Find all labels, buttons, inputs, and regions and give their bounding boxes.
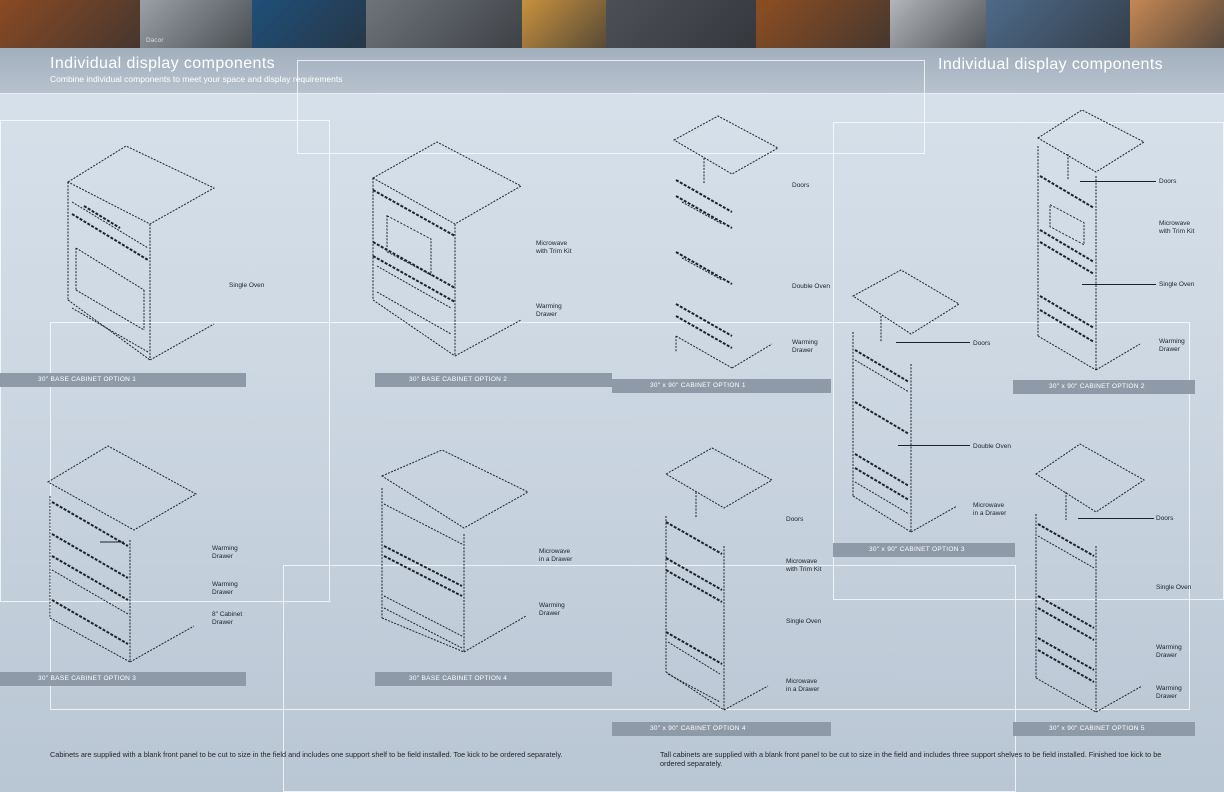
wall-hood-photo — [986, 0, 1130, 48]
label-single-oven: Single Oven — [1156, 584, 1192, 591]
label-warming-drawer: Warming Drawer — [792, 339, 818, 354]
label-doors: Doors — [792, 182, 810, 189]
label-warming-drawer: Warming Drawer — [212, 581, 238, 596]
label-microwave-drawer: Microwave in a Drawer — [539, 548, 573, 563]
label-cabinet-drawer: 8" Cabinet Drawer — [212, 611, 243, 626]
label-warming-drawer: Warming Drawer — [1156, 644, 1182, 659]
page-title-left: Individual display components — [50, 55, 276, 72]
leader-line — [896, 342, 970, 343]
label-doors: Doors — [973, 340, 991, 347]
label-microwave-drawer: Microwave in a Drawer — [973, 502, 1007, 517]
label-single-oven: Single Oven — [229, 282, 265, 289]
label-doors: Doors — [1159, 178, 1177, 185]
label-double-oven: Double Oven — [792, 283, 830, 290]
label-doors: Doors — [1156, 515, 1174, 522]
brand-caption: Dacor — [146, 37, 164, 44]
base-cabinet-option-2-bar: 30" BASE CABINET OPTION 2 — [375, 373, 612, 387]
leader-line — [898, 445, 970, 446]
tall-cabinet-option-5-bar: 30" x 90" CABINET OPTION 5 — [1013, 722, 1195, 736]
label-doors: Doors — [786, 516, 804, 523]
page-title-right: Individual display components — [938, 56, 1164, 73]
leader-line — [1082, 284, 1156, 285]
base-cabinet-2-drawing — [371, 141, 523, 357]
tall-cabinet-4-drawing — [664, 447, 774, 711]
page-subtitle: Combine individual components to meet yo… — [50, 74, 343, 84]
label-microwave-trim-kit: Microwave with Trim Kit — [786, 558, 822, 573]
tall-cabinet-option-2-bar: 30" x 90" CABINET OPTION 2 — [1013, 380, 1195, 394]
label-double-oven: Double Oven — [973, 443, 1011, 450]
label-warming-drawer: Warming Drawer — [212, 545, 238, 560]
label-warming-drawer: Warming Drawer — [536, 303, 562, 318]
photo-strip: Dacor — [0, 0, 1224, 48]
wood-panel-photo — [522, 0, 606, 48]
footer-note-base: Cabinets are supplied with a blank front… — [50, 750, 563, 759]
tall-cabinet-option-1-bar: 30" x 90" CABINET OPTION 1 — [612, 379, 831, 393]
leader-line — [1080, 181, 1156, 182]
base-cabinet-1-drawing — [66, 145, 216, 361]
base-cabinet-option-1-bar: 30" BASE CABINET OPTION 1 — [0, 373, 246, 387]
tall-cabinet-3-drawing — [852, 269, 960, 533]
range-knobs-photo — [606, 0, 756, 48]
tall-cabinet-option-4-bar: 30" x 90" CABINET OPTION 4 — [612, 722, 831, 736]
blue-lit-cooktop-photo — [252, 0, 366, 48]
range-hood-photo: Dacor — [140, 0, 252, 48]
label-single-oven: Single Oven — [786, 618, 822, 625]
footer-note-tall: Tall cabinets are supplied with a blank … — [660, 750, 1162, 768]
header-band — [0, 48, 1224, 94]
label-single-oven: Single Oven — [1159, 281, 1195, 288]
cabinet-photo — [0, 0, 140, 48]
leader-line — [1078, 518, 1154, 519]
label-microwave-trim-kit: Microwave with Trim Kit — [1159, 220, 1195, 235]
base-cabinet-4-drawing — [380, 449, 530, 653]
base-cabinet-option-3-bar: 30" BASE CABINET OPTION 3 — [0, 672, 246, 686]
refrigerator-photo — [890, 0, 986, 48]
label-warming-drawer: Warming Drawer — [1156, 685, 1182, 700]
label-warming-drawer: Warming Drawer — [539, 602, 565, 617]
base-cabinet-3-drawing — [47, 445, 198, 663]
label-warming-drawer: Warming Drawer — [1159, 338, 1185, 353]
gas-burner-photo — [366, 0, 522, 48]
tall-cabinet-5-drawing — [1035, 443, 1145, 713]
tall-cabinet-2-drawing — [1037, 109, 1146, 371]
tall-cabinet-option-3-bar: 30" x 90" CABINET OPTION 3 — [833, 543, 1015, 557]
label-microwave-drawer: Microwave in a Drawer — [786, 678, 820, 693]
wood-cabinet-photo — [756, 0, 890, 48]
label-microwave-trim-kit: Microwave with Trim Kit — [536, 240, 572, 255]
wood-floor-photo — [1130, 0, 1224, 48]
base-cabinet-option-4-bar: 30" BASE CABINET OPTION 4 — [375, 672, 612, 686]
tall-cabinet-1-drawing — [672, 115, 780, 369]
